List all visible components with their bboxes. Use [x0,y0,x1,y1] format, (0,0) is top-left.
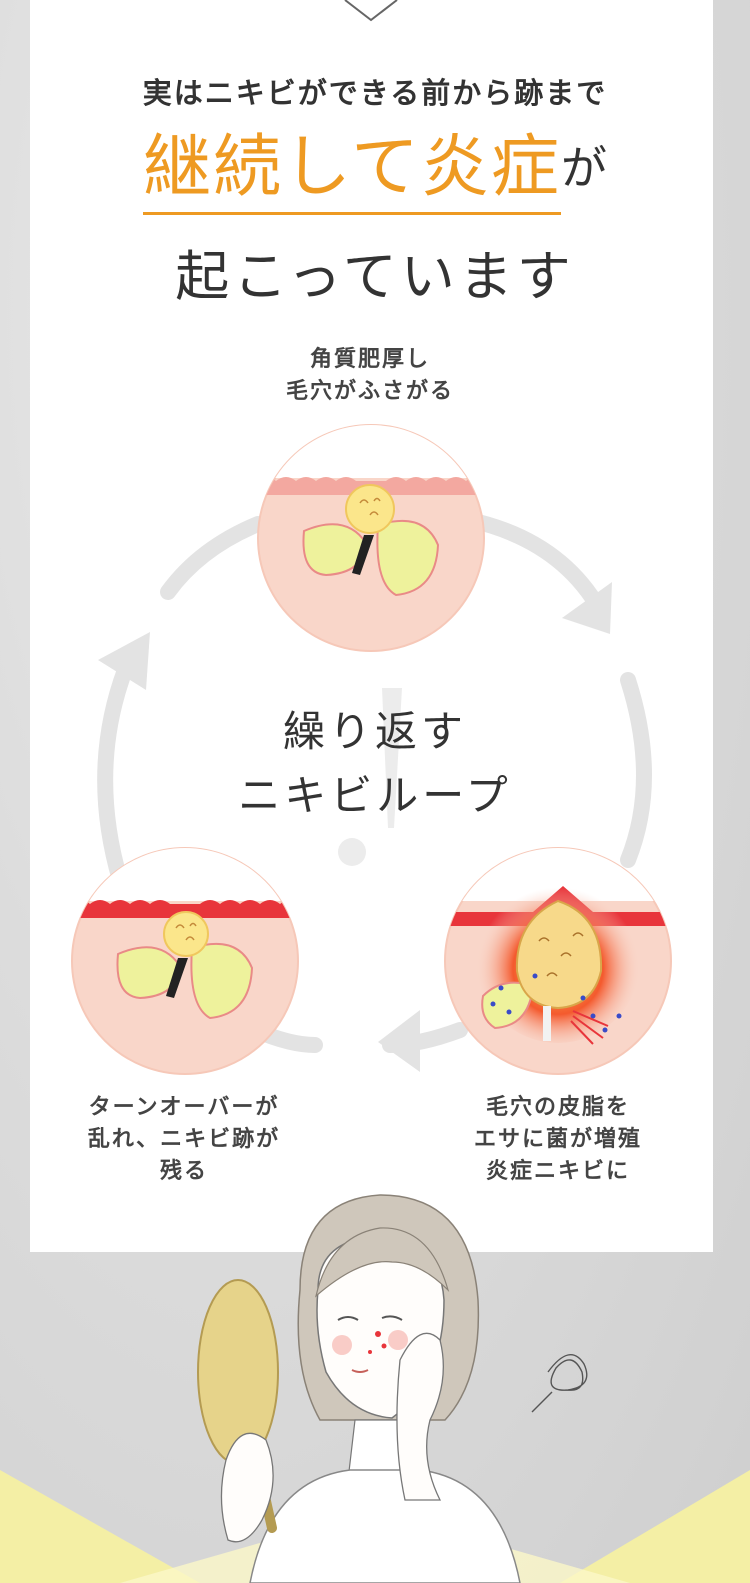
headline-second-line: 起こっています [175,245,575,308]
inflamed-acne-illustration [444,847,672,1075]
headline: 継続して炎症が [0,128,750,215]
intro-text: 実はニキビができる前から跡まで [142,76,608,110]
headline-suffix: が [560,141,607,195]
loop-arc-left [97,662,133,888]
exclamation-icon [382,688,402,828]
stage-label-clogged: 角質肥厚し 毛穴がふさがる [285,347,454,404]
stage-label-inflamed: 毛穴の皮脂を エサに菌が増殖 炎症ニキビに [473,1095,642,1184]
loop-arc-right [620,672,652,868]
arrow-head-top-right [562,582,612,634]
clogged-pore-illustration [257,424,485,652]
loop-arc-top-left [160,516,266,600]
loop-arc-top-right [462,512,608,618]
chevron-down-icon [344,0,398,22]
arrow-head-bottom [378,1010,420,1072]
worry-scribble-icon [531,1354,588,1413]
stage-label-scar: ターンオーバーが 乱れ、ニキビ跡が 残る [87,1095,281,1184]
headline-accent: 継続して炎症 [143,128,561,215]
loop-title: 繰り返す ニキビループ [238,707,512,820]
arrow-head-left [98,632,150,690]
acne-scar-illustration [71,847,299,1075]
